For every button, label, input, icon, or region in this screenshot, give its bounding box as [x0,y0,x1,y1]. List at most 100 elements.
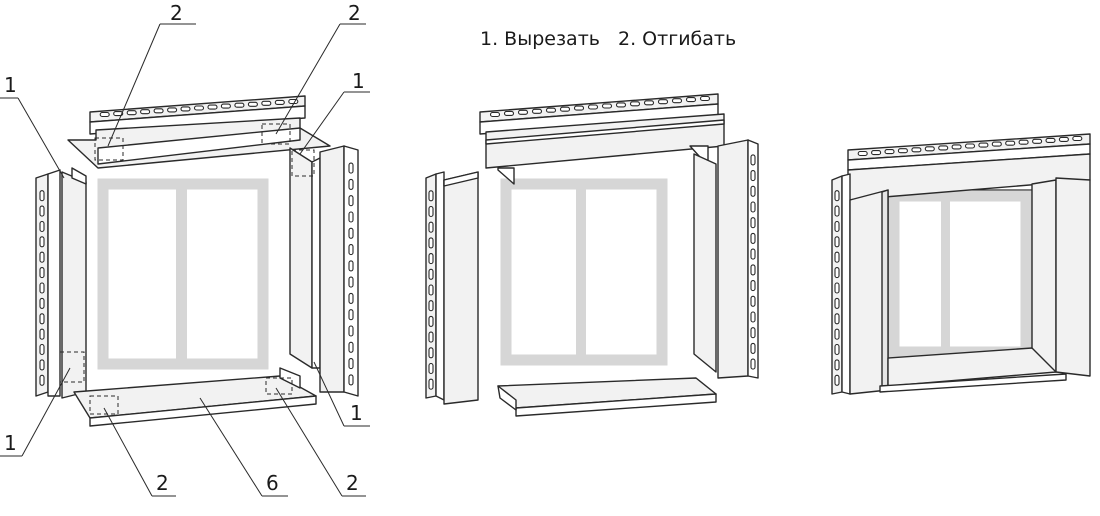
nail-slot [39,313,45,325]
nail-slot [643,100,655,106]
right-post-2 [693,139,759,379]
nail-slot [545,107,557,113]
nail-slot [39,205,45,217]
nail-slot [348,309,354,321]
leaders-1 [0,23,370,497]
nail-slot [348,325,354,337]
nail-slot [517,109,529,115]
nail-slot [978,142,989,148]
nail-slot [153,108,164,114]
window-opening-3 [887,189,1033,359]
callout-bottom-left: 2 [156,471,169,495]
left-post-3 [831,173,889,395]
nail-slot [207,104,218,110]
left-post-1 [35,167,87,399]
nail-slot [1045,137,1056,143]
legend-cut: 1. Вырезать [480,28,600,50]
nail-slot [193,105,205,111]
nail-slot [834,267,840,279]
callout-right-lower: 1 [350,401,363,425]
nail-slot [834,374,840,386]
nail-slot [348,178,354,190]
callout-bottom-right: 2 [346,471,359,495]
right-post-1 [289,145,359,397]
nail-slot [834,313,840,325]
nail-slot [991,141,1002,147]
nail-slot [699,95,711,102]
nail-slot [167,107,178,113]
nail-slot [924,146,935,152]
nail-slot [897,148,908,154]
nail-slot [750,201,756,213]
nail-slot [834,220,840,233]
bottom-sill-3 [879,347,1067,393]
stage-1-exploded: 2 2 1 1 1 1 2 6 2 [0,1,370,497]
top-rail-2 [479,93,719,135]
nail-slot [348,162,354,174]
nail-slot [348,227,354,239]
nail-slot [348,358,354,370]
nail-slot [428,190,434,202]
nail-slot [348,244,354,256]
nail-slot [39,297,45,309]
nail-slot [750,170,756,182]
nail-slot [964,143,976,149]
nail-slot [39,251,45,263]
callout-bottom-center: 6 [266,471,279,495]
nail-slot [428,284,434,296]
bottom-sill-2 [497,377,717,417]
nail-slot [834,251,840,263]
nail-slot [1005,140,1016,146]
right-post-3 [1031,177,1091,377]
nail-slot [834,343,840,356]
nail-slot [348,276,354,288]
nail-slot [348,341,354,353]
nail-slot [428,205,434,218]
nail-slot [531,108,543,114]
nail-slot [288,98,299,105]
nail-slot [220,103,231,109]
nail-slot [113,111,124,117]
nail-slot [348,195,354,207]
legend: 1. Вырезать 2. Отгибать [480,28,748,50]
nail-slot [99,111,110,118]
left-post-2 [425,171,479,405]
callout-left: 1 [4,73,17,97]
nail-slot [234,102,245,108]
nail-slot [428,315,434,327]
nail-slot [348,211,354,223]
nail-slot [559,106,571,112]
legend-bend: 2. Отгибать [618,28,737,50]
nail-slot [657,99,669,105]
nail-slot [750,295,756,307]
callout-right: 1 [352,69,365,93]
nail-slot [951,144,962,150]
nail-slot [428,331,434,343]
nail-slot [871,150,882,156]
nail-slot [834,328,840,340]
nail-slot [601,103,613,109]
nail-slot [39,359,45,371]
nail-slot [834,205,840,217]
nail-slot [834,297,840,309]
nail-slot [587,104,599,110]
nail-slot [428,300,434,312]
nail-slot [750,217,756,229]
nail-slot [503,110,515,116]
callout-left-lower: 1 [4,431,17,455]
nail-slot [39,374,45,386]
nail-slot [750,248,756,260]
nail-slot [428,237,434,249]
nail-slot [911,147,922,153]
nail-slot [1018,139,1029,145]
nail-slot [834,236,840,248]
nail-slot [39,267,45,279]
nail-slot [573,105,585,111]
stage-3-assembled [831,133,1091,395]
bottom-sill-1 [73,367,317,427]
nail-slot [750,327,756,339]
nail-slot [140,109,151,115]
nail-slot [685,97,697,103]
